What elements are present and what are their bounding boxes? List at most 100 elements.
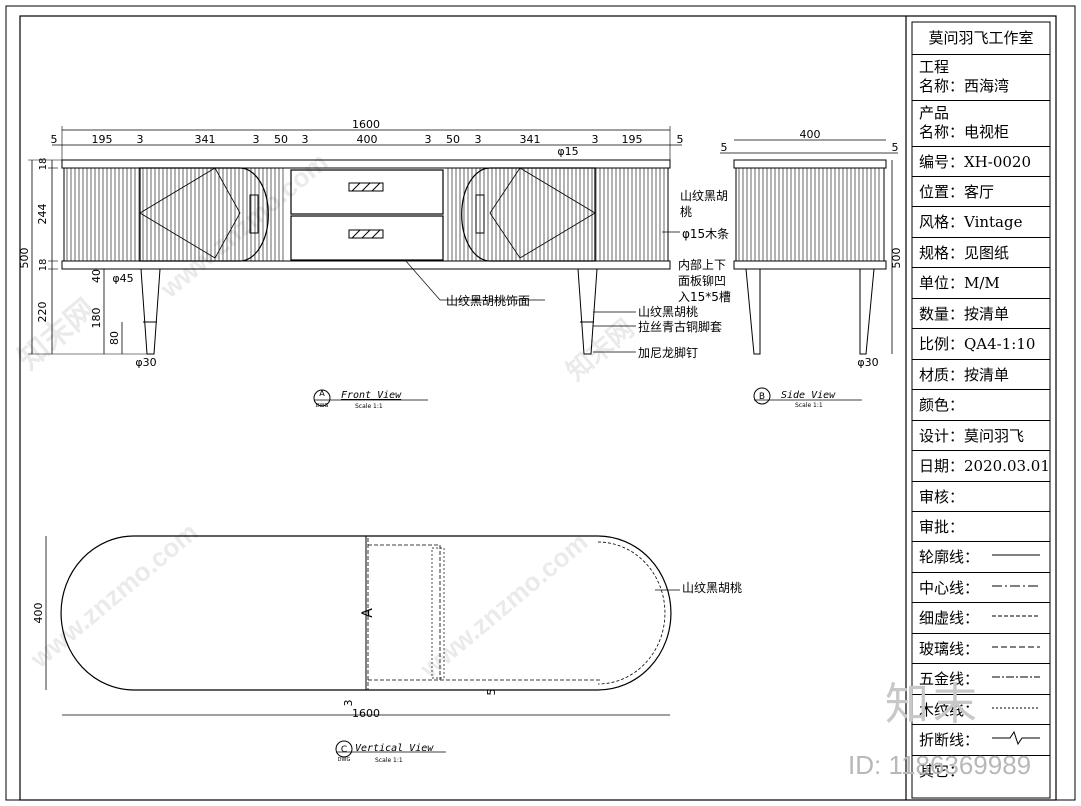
tb-legend-glass: 玻璃线：	[912, 633, 1050, 663]
tb-color: 颜色：	[912, 389, 1050, 420]
vertical-view-label-circle	[335, 740, 353, 758]
dim-chain-3a: 3	[137, 133, 144, 146]
dim-chain-195a: 195	[92, 133, 113, 146]
front-view-label-circle	[313, 389, 331, 407]
vertical-view	[45, 535, 680, 758]
legend-samples	[992, 554, 1040, 746]
front-right-diamond	[489, 167, 596, 259]
drawer-bottom-handle-hatch-2	[361, 229, 371, 239]
dim-chain-5b: 5	[677, 133, 684, 146]
tb-designer: 设计：莫问羽飞	[912, 420, 1050, 450]
tb-approve: 审批：	[912, 511, 1050, 541]
top-note-walnut: 山纹黑胡桃	[682, 580, 742, 595]
front-right-handle	[475, 194, 485, 234]
dim-chain-5a: 5	[51, 133, 58, 146]
tb-review: 审核：	[912, 481, 1050, 511]
side-top-plate	[733, 159, 887, 169]
brand-id: ID: 1186369989	[848, 750, 1032, 780]
note-walnut-2: 桃	[680, 204, 692, 219]
vertical-view-scale: Scale 1:1	[375, 757, 403, 764]
front-notes: 山纹黑胡桃饰面 山纹黑胡 桃 φ15木条 内部上下 面板铆凹 入15*5槽 山纹…	[446, 189, 731, 360]
dim-overall-1600: 1600	[352, 118, 380, 131]
drawer-top-handle-hatch	[351, 182, 361, 192]
front-drawer-top	[290, 169, 444, 215]
view-labels: A DWG Front View Scale 1:1 B Side View S…	[316, 389, 837, 764]
tb-location: 位置：客厅	[912, 176, 1050, 206]
front-left-fluting	[66, 168, 284, 261]
top-view-break-section	[367, 538, 600, 690]
tb-material: 材质：按清单	[912, 359, 1050, 389]
front-left-diamond	[139, 167, 241, 259]
note-leg-1: 山纹黑胡桃	[638, 304, 698, 319]
dim-chain-50b: 50	[446, 133, 460, 146]
dim-chain-3f: 3	[592, 133, 599, 146]
tb-legend-hardware: 五金线：	[912, 663, 1050, 694]
vertical-view-letter: C	[341, 745, 347, 755]
front-dimension-texts: 1600 5 195 3 341 3 50 3 400 3 50 3 341 3…	[18, 118, 684, 369]
dim-left-18a: 18	[38, 158, 49, 171]
side-dim-phi30: φ30	[857, 356, 878, 369]
side-bottom-plate	[733, 260, 887, 270]
drawer-bottom-handle	[348, 229, 384, 239]
side-dimension-texts: 400 5 5 500 φ30	[721, 128, 904, 369]
tb-project-label: 工程	[919, 58, 950, 76]
side-view-scale: Scale 1:1	[795, 402, 823, 409]
dim-phi30-front: φ30	[135, 356, 156, 369]
dim-chain-341b: 341	[520, 133, 541, 146]
front-left-leg	[140, 268, 161, 355]
drawer-top-handle-hatch-3	[371, 182, 381, 192]
dim-80: 80	[108, 331, 121, 345]
tb-legend-thin-dashed: 细虚线：	[912, 602, 1050, 633]
front-view	[28, 126, 682, 407]
tb-legend-break: 折断线：	[912, 724, 1050, 755]
tb-studio: 莫问羽飞工作室	[928, 29, 1034, 47]
legend-break-sample	[992, 730, 1040, 746]
note-groove-1: 内部上下	[678, 257, 726, 272]
tb-unit: 单位：M/M	[912, 267, 1050, 298]
drawer-bottom-handle-hatch	[351, 229, 361, 239]
titleblock-frame	[911, 21, 1051, 799]
side-dim-400: 400	[800, 128, 821, 141]
front-left-handle	[249, 194, 259, 234]
side-dim-5a: 5	[721, 141, 728, 154]
brand-logo: 知末	[885, 680, 981, 729]
dim-left-244: 244	[36, 204, 49, 225]
tb-legend-outline: 轮廓线：	[912, 541, 1050, 572]
side-fluting	[738, 168, 880, 261]
tb-project: 工程 名称：西海湾	[912, 54, 1050, 100]
drawer-bottom-handle-hatch-3	[371, 229, 381, 239]
front-right-fluting	[447, 168, 665, 261]
tb-style: 风格：Vintage	[912, 206, 1050, 237]
top-dim-3: 3	[342, 700, 355, 707]
top-view-drawer-cutout	[431, 547, 445, 679]
front-right-door-arch	[461, 167, 596, 262]
tb-product-label: 产品	[919, 104, 950, 122]
front-view-letter: A	[319, 389, 325, 398]
tb-spec: 规格：见图纸	[912, 237, 1050, 267]
dim-left-18b: 18	[38, 259, 49, 272]
dim-phi15: φ15	[557, 145, 578, 158]
side-view-label-circle	[753, 387, 771, 405]
top-dim-5: 5	[485, 689, 498, 696]
note-leg-2: 拉丝青古铜脚套	[638, 319, 722, 334]
side-body	[735, 167, 885, 262]
dim-180: 180	[90, 308, 103, 329]
side-dim-500: 500	[890, 248, 903, 269]
side-dim-5b: 5	[892, 141, 899, 154]
dim-chain-400: 400	[357, 133, 378, 146]
dim-chain-3e: 3	[475, 133, 482, 146]
note-strip: φ15木条	[682, 227, 729, 241]
vertical-view-title: Vertical View	[355, 743, 434, 754]
top-dim-1600: 1600	[352, 707, 380, 720]
front-bottom-plate	[61, 260, 671, 270]
top-view-inner-offset	[597, 541, 666, 685]
front-top-plate	[61, 159, 671, 169]
dim-left-500: 500	[18, 248, 31, 269]
side-left-leg	[745, 268, 761, 355]
drawer-top-handle	[348, 182, 384, 192]
front-left-door-arch	[139, 167, 269, 262]
tb-product-name: 名称：电视柜	[919, 122, 1010, 141]
front-view-title: Front View	[341, 390, 402, 401]
dim-chain-3b: 3	[253, 133, 260, 146]
